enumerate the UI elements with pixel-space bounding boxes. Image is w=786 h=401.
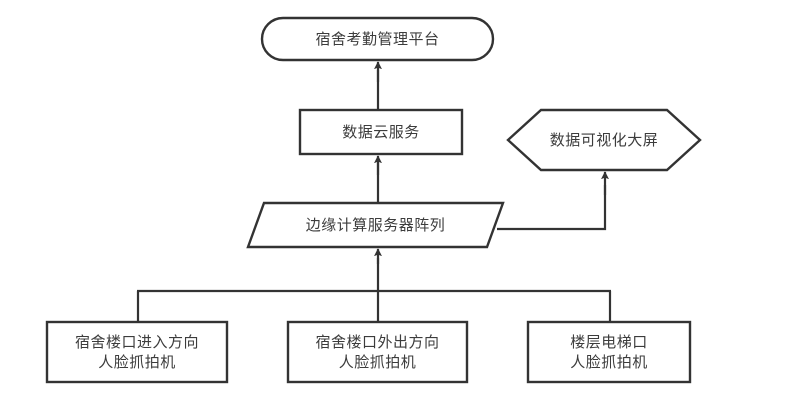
node-edge-server-array-shape[interactable] [246,201,505,249]
node-camera-exit-shape[interactable] [286,320,469,384]
node-camera-elevator-shape[interactable] [526,320,692,384]
connector-array-to-screen [497,185,607,231]
node-visualization-screen-shape[interactable] [506,108,702,172]
node-cloud-service-shape[interactable] [298,108,464,156]
node-platform-shape[interactable] [260,16,495,62]
node-camera-entry-shape[interactable] [45,320,229,384]
